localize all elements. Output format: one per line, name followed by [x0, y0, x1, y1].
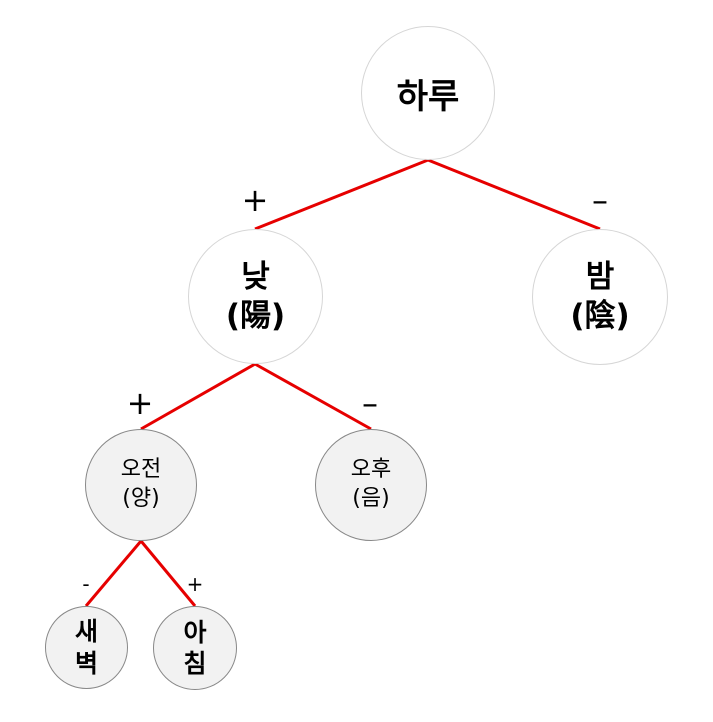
node-morning-label: 오전 [120, 457, 162, 483]
node-morning: 오전 (양) [85, 429, 197, 541]
node-afternoon-sublabel: (음) [352, 486, 390, 511]
node-day-label: 낮 [241, 258, 270, 295]
node-day-sublabel: (陽) [225, 297, 286, 334]
sign-night: – [592, 181, 608, 219]
edge-day-morning [140, 362, 256, 431]
node-morning-sublabel: (양) [122, 486, 160, 511]
sign-morning: + [126, 384, 154, 422]
edge-root-night [427, 158, 601, 231]
node-afternoon-label: 오후 [350, 457, 392, 483]
node-root-label: 하루 [396, 76, 460, 117]
node-dawn: 새 벽 [45, 606, 128, 689]
sign-afternoon: – [362, 384, 378, 422]
node-root: 하루 [361, 26, 495, 160]
edge-morning-forenoon [139, 540, 197, 607]
node-forenoon: 아 침 [153, 606, 237, 690]
edge-root-day [254, 158, 429, 231]
edge-morning-dawn [84, 540, 143, 607]
node-afternoon: 오후 (음) [315, 429, 427, 541]
sign-dawn: - [82, 572, 90, 596]
sign-day: + [241, 181, 269, 219]
node-night: 밤 (陰) [532, 229, 668, 365]
node-night-label: 밤 [585, 259, 615, 296]
sign-forenoon: + [186, 572, 204, 596]
node-night-sublabel: (陰) [570, 298, 630, 334]
node-forenoon-label-bottom: 침 [183, 649, 207, 678]
node-dawn-label-bottom: 벽 [74, 648, 98, 678]
node-day: 낮 (陽) [188, 229, 323, 364]
node-dawn-label-top: 새 [74, 617, 98, 647]
edge-day-afternoon [254, 362, 372, 431]
node-forenoon-label-top: 아 [183, 617, 207, 647]
